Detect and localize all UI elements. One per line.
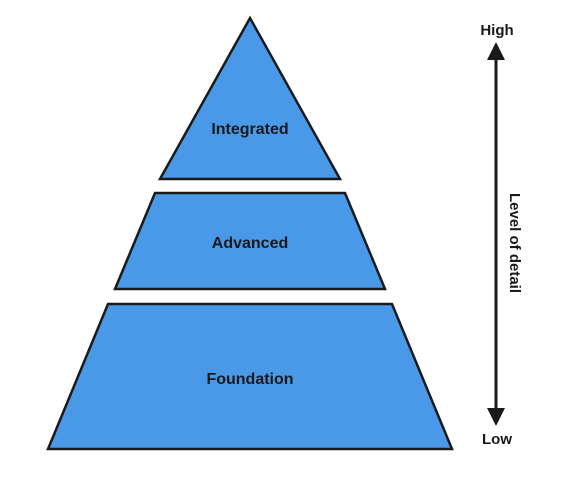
tier-advanced-label: Advanced [212, 235, 288, 252]
axis-title: Level of detail [506, 193, 523, 293]
tier-foundation [46, 302, 454, 451]
axis-high-label: High [480, 22, 513, 39]
arrow-down-icon [487, 408, 505, 426]
tier-integrated [157, 15, 343, 181]
arrow-up-icon [487, 42, 505, 60]
tier-integrated-label: Integrated [211, 121, 288, 138]
axis-low-label: Low [482, 431, 512, 448]
tier-foundation-label: Foundation [206, 371, 293, 388]
tier-advanced [113, 191, 387, 291]
